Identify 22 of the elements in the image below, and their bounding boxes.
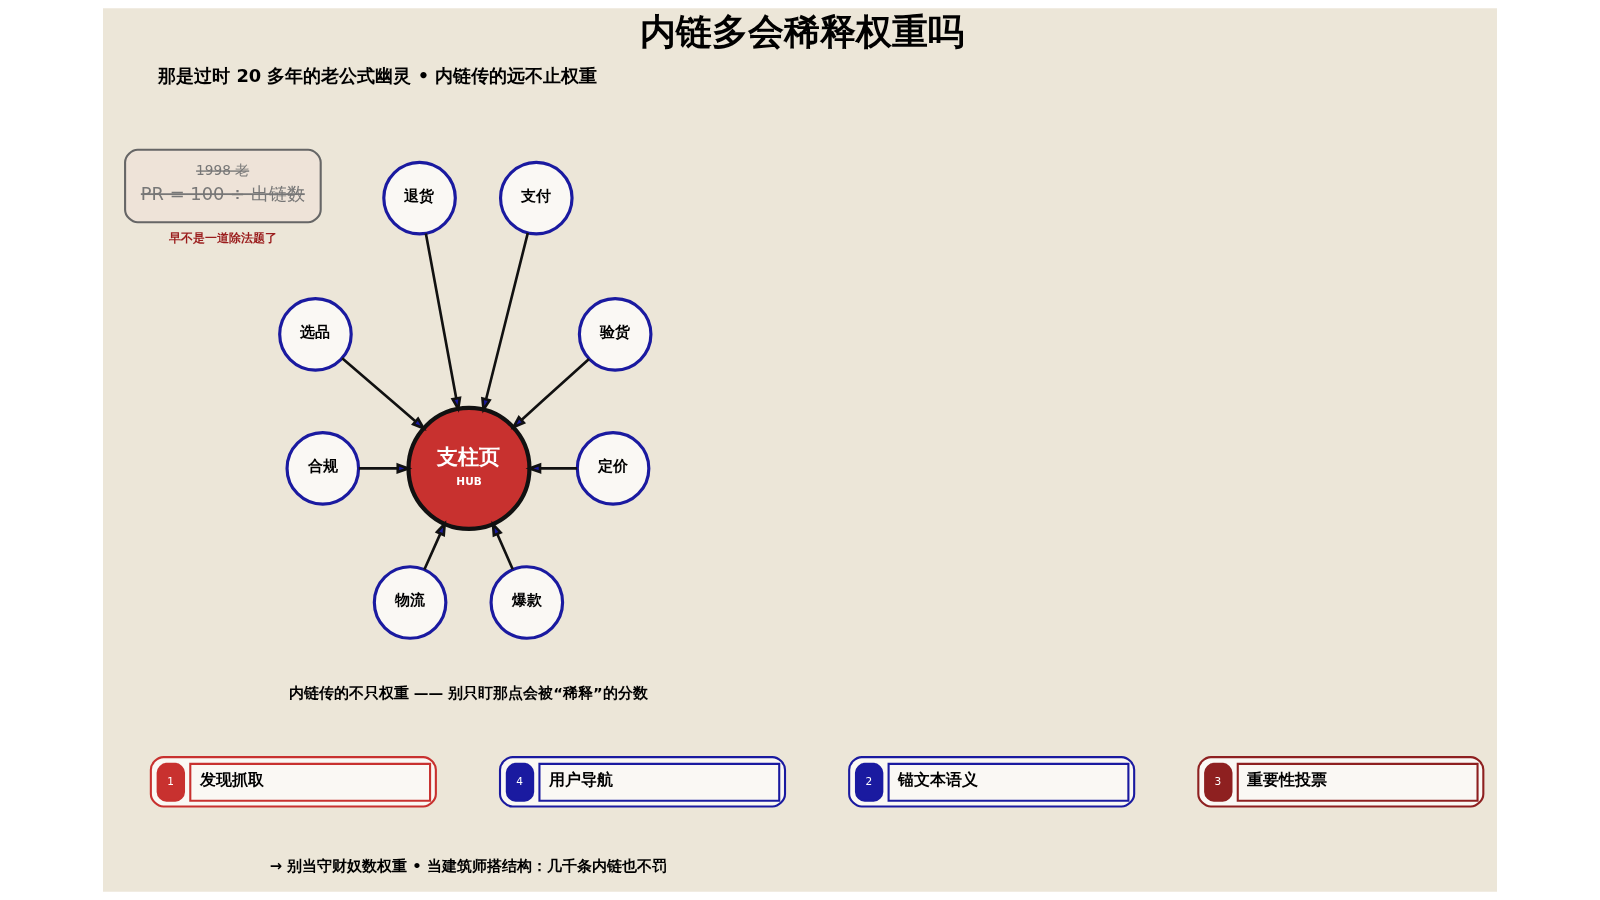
node-circle: 验货 — [577, 297, 653, 372]
arrow — [358, 462, 413, 474]
node-circle: 退货 — [382, 160, 457, 236]
node-circle: 支柱页 HUB — [406, 405, 532, 531]
label: 内链传的不只权重 —— 别只盯那点会被“稀释”的分数 — [288, 683, 648, 701]
diagram-title: 内链多会稀释权重吗 — [640, 11, 965, 53]
node-circle: 物流 — [372, 565, 448, 640]
arrow — [525, 462, 578, 474]
arrow — [424, 233, 462, 413]
arrow — [510, 358, 590, 430]
node-circle: 定价 — [575, 431, 651, 506]
node-circle: 选品 — [278, 297, 353, 372]
node-circle: 支付 — [498, 160, 574, 236]
node-label: 早不是一道除法题了 — [169, 231, 278, 246]
arrow — [491, 520, 514, 570]
label: 那是过时 20 多年的老公式幽灵 • 内链传的远不止权重 — [158, 65, 598, 87]
arrow — [423, 520, 447, 570]
arrow — [341, 357, 427, 431]
caption: → 别当守财奴数权重 • 当建筑师搭结构：几千条内链也不罚 — [269, 857, 667, 875]
arrow — [481, 232, 530, 414]
node-circle: 爆款 — [489, 565, 565, 640]
node-circle: 合规 — [285, 431, 361, 506]
